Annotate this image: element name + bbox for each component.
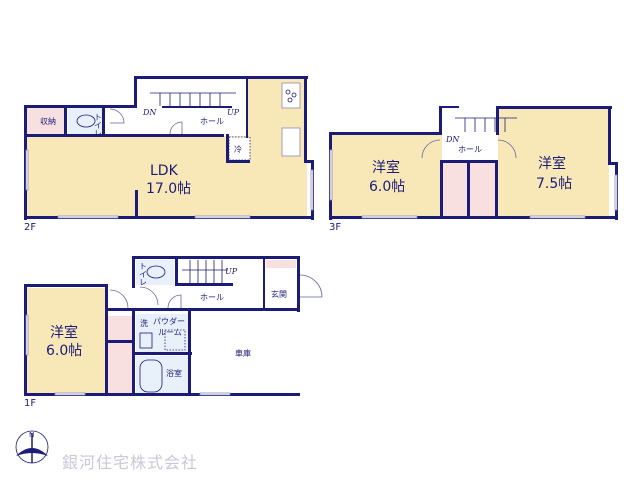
room-left-size: 6.0帖: [369, 179, 405, 195]
door-icon: [421, 139, 441, 159]
entrance-door-icon: [299, 274, 323, 298]
north-label: N: [29, 431, 34, 439]
room-size: 6.0帖: [46, 343, 82, 359]
floor-label-2f: 2F: [24, 222, 36, 233]
room-left-label: 洋室: [372, 159, 400, 176]
floor-label-1f: 1F: [24, 398, 36, 409]
closet-3f-1: [443, 163, 467, 217]
hall-label: ホール: [200, 117, 224, 126]
toilet-label: トイレ: [139, 262, 148, 286]
toilet-label: トイレ: [94, 113, 103, 137]
fridge-label: 冷: [234, 144, 242, 154]
door-icon: [139, 286, 159, 306]
storage-2f: [27, 108, 64, 136]
hall-label: ホール: [200, 293, 224, 302]
room-1f: [27, 288, 105, 394]
stair-treads-1f: [182, 260, 228, 283]
washbasin-icon: [139, 332, 153, 349]
powder-room-label-2: ルーム: [158, 328, 182, 337]
door-icon: [109, 289, 129, 309]
company-logo: 銀河住宅株式会社: [62, 453, 198, 472]
laundry-space: [164, 329, 186, 351]
door-icon: [167, 294, 182, 309]
hall-3f: [442, 108, 498, 162]
ldk-size: 17.0帖: [146, 181, 191, 197]
storage-label: 収納: [40, 116, 56, 126]
closet-3f-2: [470, 163, 495, 217]
compass-icon: N: [15, 430, 49, 464]
garage-label: 車庫: [235, 348, 251, 358]
sink-icon: [281, 127, 301, 157]
washer-label: 洗: [140, 318, 148, 328]
bathtub-icon: [139, 359, 163, 393]
door-icon: [497, 139, 517, 159]
closet-1f: [108, 316, 132, 394]
ldk-floor: [25, 136, 307, 218]
floor-3f: DN ホール 洋室 6.0帖 洋室 7.5帖 3F: [329, 106, 618, 233]
toilet-2f: [68, 108, 102, 134]
ldk-label: LDK: [150, 163, 179, 179]
room-right-size: 7.5帖: [536, 176, 572, 192]
toilet-icon: [146, 265, 166, 279]
stove-icon: [281, 82, 301, 109]
floor-label-3f: 3F: [329, 222, 341, 233]
stairs-2f: [138, 79, 246, 109]
room-3f-left: [332, 135, 442, 217]
stairs-down-label: DN: [445, 135, 460, 144]
entrance-label: 玄関: [271, 289, 287, 299]
hall-label: ホール: [458, 145, 482, 154]
bathroom: [136, 356, 190, 394]
room-right-label: 洋室: [538, 155, 566, 172]
stairs-up-label: UP: [227, 108, 240, 117]
stair-treads-3f: [455, 117, 517, 132]
room-3f-right: [498, 109, 609, 217]
room-label: 洋室: [50, 324, 78, 341]
door-icon: [169, 121, 183, 135]
stair-treads-2f: [150, 92, 236, 106]
shoe-storage: [266, 260, 296, 268]
floor-2f: 収納 トイレ ホール 冷 DN UP LDK 17.0帖 2F: [24, 76, 314, 233]
floor-1f: トイレ UP ホール 玄関 洗 パウダー ルーム 浴室 車庫 洋室 6.0帖 1…: [24, 256, 323, 409]
stairs-up-label: UP: [225, 267, 238, 276]
door-icon: [109, 108, 125, 124]
powder-room-label: パウダー: [153, 316, 185, 326]
bath-label: 浴室: [166, 368, 182, 378]
stairs-down-label: DN: [142, 108, 157, 117]
toilet-1f: [136, 260, 174, 285]
toilet-icon: [76, 114, 96, 128]
